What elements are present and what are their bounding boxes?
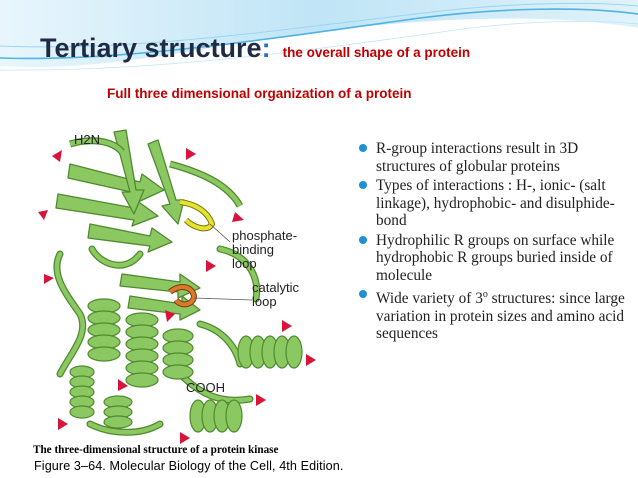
bullet-item: Hydrophilic R groups on surface while hy… [357, 232, 635, 285]
bullet-list: R-group interactions result in 3D struct… [357, 140, 635, 345]
bullet-text-before: Wide variety of 3 [376, 290, 483, 308]
slide-subtitle: Full three dimensional organization of a… [107, 86, 412, 101]
phosphate-loop-label-3: loop [232, 256, 257, 271]
bullet-text: Hydrophilic R groups on surface while hy… [376, 231, 615, 284]
bullet-text: Types of interactions : H-, ionic- (salt… [376, 177, 615, 229]
bullet-dot-icon [359, 144, 367, 152]
title-subheading: the overall shape of a protein [282, 45, 471, 60]
n-terminus-label: H2N [74, 132, 100, 147]
figure-caption: The three-dimensional structure of a pro… [33, 444, 279, 456]
figure-source: Figure 3–64. Molecular Biology of the Ce… [34, 459, 344, 473]
bullet-item: Types of interactions : H-, ionic- (salt… [357, 177, 635, 230]
alpha-helix-7 [103, 395, 133, 429]
bullet-text-after: structures: since large variation in pro… [376, 290, 625, 343]
phosphate-loop-label-1: phosphate- [232, 228, 297, 243]
slide-title: Tertiary structure: the overall shape of… [40, 33, 470, 64]
bullet-text: R-group interactions result in 3D struct… [376, 140, 579, 175]
bullet-dot-icon [359, 181, 367, 189]
alpha-helix-4 [69, 365, 95, 419]
bullet-item: Wide variety of 3o structures: since lar… [357, 286, 635, 343]
phosphate-loop-label-2: binding [232, 242, 274, 257]
catalytic-loop-label-1: catalytic [252, 280, 299, 295]
title-main-text: Tertiary structure [40, 33, 262, 63]
protein-ribbon-diagram: H2N phosphate- binding loop catalytic lo… [38, 129, 316, 444]
bullet-dot-icon [359, 290, 367, 298]
header-swoosh-decoration [0, 0, 638, 71]
alpha-helix-2 [125, 312, 159, 388]
alpha-helix-3 [162, 328, 194, 380]
catalytic-loop-label-2: loop [252, 294, 277, 309]
red-marker-triangles [38, 148, 316, 444]
alpha-helix-1 [87, 298, 121, 362]
bullet-item: R-group interactions result in 3D struct… [357, 140, 635, 175]
label-leader-lines [193, 223, 253, 301]
bullet-superscript: o [482, 289, 488, 300]
protein-kinase-figure: H2N phosphate- binding loop catalytic lo… [30, 124, 355, 460]
c-terminus-label: COOH [186, 380, 225, 395]
title-colon: : [261, 33, 271, 63]
alpha-helix-5 [237, 335, 303, 369]
alpha-helix-6 [189, 399, 243, 433]
bullet-dot-icon [359, 235, 367, 244]
